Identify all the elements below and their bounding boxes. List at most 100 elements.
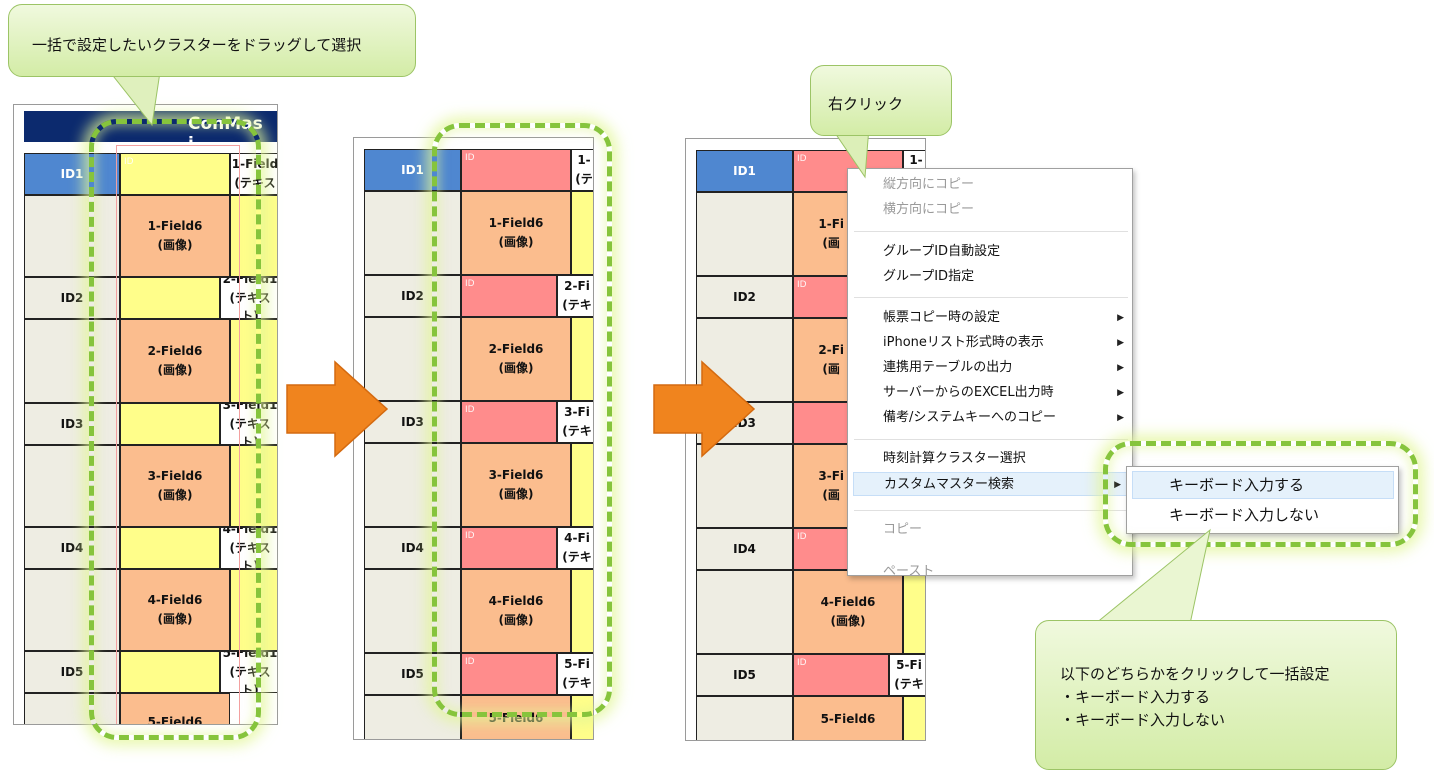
empty-cell-3 xyxy=(24,445,120,527)
empty-cell-4 xyxy=(696,570,793,654)
submenu-arrow-icon: ▶ xyxy=(1117,338,1124,348)
id-cell-5[interactable]: ID5 xyxy=(364,653,461,695)
callout-right-click-text: 右クリック xyxy=(828,95,904,113)
text-cluster-3[interactable] xyxy=(120,403,220,445)
instruction-line-3: ・キーボード入力しない xyxy=(1060,711,1226,729)
image-field-3[interactable]: 3-Field6 (画像) xyxy=(461,443,571,527)
selected-text-cluster-1[interactable]: ID xyxy=(461,149,571,191)
submenu-arrow-icon: ▶ xyxy=(1117,313,1124,323)
step-arrow-icon-2 xyxy=(653,360,756,458)
image-field-2[interactable]: 2-Field6 (画像) xyxy=(120,319,230,403)
menu-separator xyxy=(854,297,1128,298)
text-cluster-1[interactable]: ID xyxy=(120,153,230,195)
side-cell-4 xyxy=(571,569,593,653)
instruction-line-1: 以下のどちらかをクリックして一括設定 xyxy=(1060,665,1330,683)
text-field-label-2: 2-Fi (テキ xyxy=(557,275,593,317)
selected-text-cluster-4[interactable]: ID xyxy=(461,527,557,569)
image-field-1[interactable]: 1-Field6 (画像) xyxy=(461,191,571,275)
text-field-label-1: 1-Field (テキス xyxy=(230,153,277,195)
image-field-4[interactable]: 4-Field6 (画像) xyxy=(120,569,230,651)
image-field-1[interactable]: 1-Field6 (画像) xyxy=(120,195,230,277)
side-cell-3 xyxy=(571,443,593,527)
menu-item-time-calc-cluster[interactable]: 時刻計算クラスター選択 xyxy=(883,451,1026,466)
callout-right-click: 右クリック xyxy=(810,65,952,136)
menu-item-paste[interactable]: ペースト xyxy=(883,564,935,576)
selected-text-cluster-2[interactable]: ID xyxy=(461,275,557,317)
submenu-item-keyboard-input-on[interactable]: キーボード入力する xyxy=(1132,471,1394,499)
selected-text-cluster-3[interactable]: ID xyxy=(461,401,557,443)
menu-separator xyxy=(854,439,1128,440)
selected-text-cluster-5[interactable]: ID xyxy=(793,654,889,696)
side-cell-5 xyxy=(571,695,593,739)
text-cluster-5[interactable] xyxy=(120,651,220,693)
image-field-3[interactable]: 3-Field6 (画像) xyxy=(120,445,230,527)
menu-item-iphone-list-display[interactable]: iPhoneリスト形式時の表示 ▶ xyxy=(848,331,1132,355)
submenu-arrow-icon: ▶ xyxy=(1117,363,1124,373)
id-cell-2[interactable]: ID2 xyxy=(24,277,120,319)
side-cell-3 xyxy=(230,445,277,527)
text-field-label-5: 5-Fi (テキ xyxy=(889,654,925,696)
menu-item-label: iPhoneリスト形式時の表示 xyxy=(883,335,1044,350)
id-cell-2[interactable]: ID2 xyxy=(364,275,461,317)
menu-item-label: 帳票コピー時の設定 xyxy=(883,310,1001,325)
cell-tag: ID xyxy=(465,153,475,163)
id-cell-1[interactable]: ID1 xyxy=(696,150,793,192)
menu-item-label: サーバーからのEXCEL出力時 xyxy=(883,385,1054,400)
menu-separator xyxy=(854,510,1128,511)
menu-item-form-copy-settings[interactable]: 帳票コピー時の設定 ▶ xyxy=(848,306,1132,330)
menu-item-copy[interactable]: コピー xyxy=(883,522,923,537)
image-field-4[interactable]: 4-Field6 (画像) xyxy=(793,570,903,654)
menu-item-custom-master-search[interactable]: カスタムマスター検索 ▶ xyxy=(853,472,1130,496)
side-cell-2 xyxy=(571,317,593,401)
menu-item-copy-to-remarks[interactable]: 備考/システムキーへのコピー▶ xyxy=(848,406,1132,430)
menu-item-copy-vertical[interactable]: 縦方向にコピー xyxy=(883,177,975,192)
instruction-line-2: ・キーボード入力する xyxy=(1060,688,1211,706)
empty-cell-5 xyxy=(24,693,120,724)
image-field-5[interactable]: 5-Field6 xyxy=(120,693,230,724)
text-cluster-2[interactable] xyxy=(120,277,220,319)
menu-separator xyxy=(854,231,1128,232)
id-cell-5[interactable]: ID5 xyxy=(696,654,793,696)
empty-cell-5 xyxy=(696,696,793,740)
side-cell-5 xyxy=(903,696,925,740)
selected-text-cluster-5[interactable]: ID xyxy=(461,653,557,695)
menu-item-group-id-specify[interactable]: グループID指定 xyxy=(883,269,975,284)
empty-cell-4 xyxy=(364,569,461,653)
side-cell-1 xyxy=(571,191,593,275)
empty-cell-2 xyxy=(24,319,120,403)
id-cell-2[interactable]: ID2 xyxy=(696,276,793,318)
text-field-label-3: 3-Fi (テキ xyxy=(557,401,593,443)
image-field-2[interactable]: 2-Field6 (画像) xyxy=(461,317,571,401)
text-field-label-4: 4-Fi (テキ xyxy=(557,527,593,569)
cell-tag: ID xyxy=(465,531,475,541)
id-cell-4[interactable]: ID4 xyxy=(696,528,793,570)
image-field-5[interactable]: 5-Field6 xyxy=(461,695,571,739)
id-cell-5[interactable]: ID5 xyxy=(24,651,120,693)
empty-cell-4 xyxy=(24,569,120,651)
cell-tag: ID xyxy=(465,405,475,415)
callout-pointer-instruction xyxy=(1093,528,1211,625)
menu-item-copy-horizontal[interactable]: 横方向にコピー xyxy=(883,202,975,217)
image-field-4[interactable]: 4-Field6 (画像) xyxy=(461,569,571,653)
empty-cell-1 xyxy=(696,192,793,276)
id-cell-1[interactable]: ID1 xyxy=(24,153,120,195)
text-field-label-1: 1- (テ xyxy=(571,149,593,191)
text-cluster-4[interactable] xyxy=(120,527,220,569)
id-cell-4[interactable]: ID4 xyxy=(24,527,120,569)
menu-item-server-excel-output[interactable]: サーバーからのEXCEL出力時▶ xyxy=(848,381,1132,405)
id-cell-4[interactable]: ID4 xyxy=(364,527,461,569)
id-cell-1[interactable]: ID1 xyxy=(364,149,461,191)
image-field-5[interactable]: 5-Field6 xyxy=(793,696,903,740)
callout-pointer-drag xyxy=(108,71,161,127)
menu-item-label: カスタムマスター検索 xyxy=(884,477,1015,492)
cell-tag: ID xyxy=(124,157,134,167)
callout-drag: 一括で設定したいクラスターをドラッグして選択 xyxy=(8,4,416,77)
id-cell-3[interactable]: ID3 xyxy=(24,403,120,445)
submenu-arrow-icon: ▶ xyxy=(1114,480,1121,490)
submenu-item-keyboard-input-off[interactable]: キーボード入力しない xyxy=(1169,506,1320,524)
cell-tag: ID xyxy=(465,279,475,289)
submenu-arrow-icon: ▶ xyxy=(1117,413,1124,423)
menu-item-link-table-output[interactable]: 連携用テーブルの出力▶ xyxy=(848,356,1132,380)
menu-item-group-id-auto[interactable]: グループID自動設定 xyxy=(883,244,1001,259)
cell-tag: ID xyxy=(797,280,807,290)
